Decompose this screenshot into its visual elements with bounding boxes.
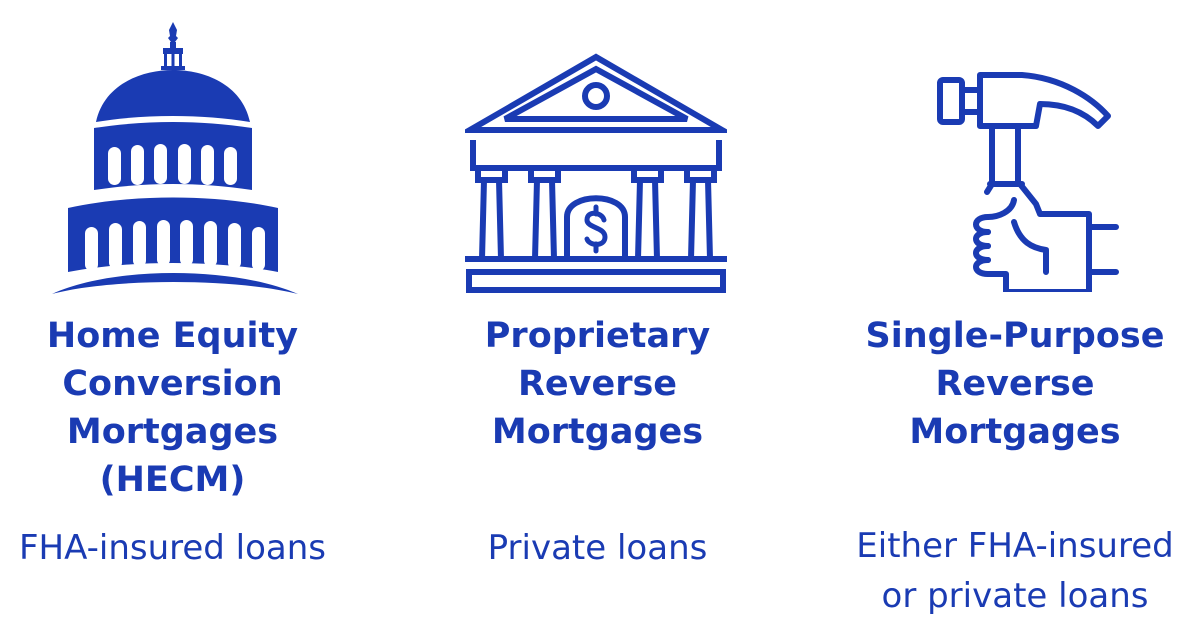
title-line: Home Equity	[46, 316, 299, 356]
hand-holding-hammer-icon	[937, 72, 1119, 292]
description-line: FHA-insured loans	[18, 528, 327, 568]
title-line: Single-Purpose	[865, 316, 1165, 356]
proprietary-title: Proprietary Reverse Mortgages	[425, 312, 770, 456]
single-purpose-title: Single-Purpose Reverse Mortgages	[840, 312, 1190, 456]
capitol-dome-icon	[52, 22, 298, 294]
description-line: or private loans	[881, 576, 1149, 616]
title-line: Conversion	[62, 364, 283, 404]
proprietary-description: Private loans	[425, 523, 770, 573]
title-line: Mortgages	[909, 412, 1121, 452]
title-line: Reverse	[935, 364, 1095, 404]
column-hecm: Home Equity Conversion Mortgages (HECM) …	[0, 0, 345, 628]
single-purpose-description: Either FHA-insured or private loans	[840, 521, 1190, 621]
title-line: Reverse	[517, 364, 678, 404]
description-line: Either FHA-insured	[856, 526, 1174, 566]
hecm-title: Home Equity Conversion Mortgages (HECM)	[0, 312, 345, 504]
column-single-purpose: Single-Purpose Reverse Mortgages Either …	[840, 0, 1190, 628]
title-line: Mortgages	[491, 412, 704, 452]
bank-building-dollar-icon	[465, 53, 727, 293]
column-proprietary: Proprietary Reverse Mortgages Private lo…	[425, 0, 770, 628]
title-line: Proprietary	[484, 316, 711, 356]
hecm-description: FHA-insured loans	[0, 523, 345, 573]
description-line: Private loans	[487, 528, 708, 568]
title-line: Mortgages	[66, 412, 279, 452]
title-line: (HECM)	[99, 460, 246, 500]
